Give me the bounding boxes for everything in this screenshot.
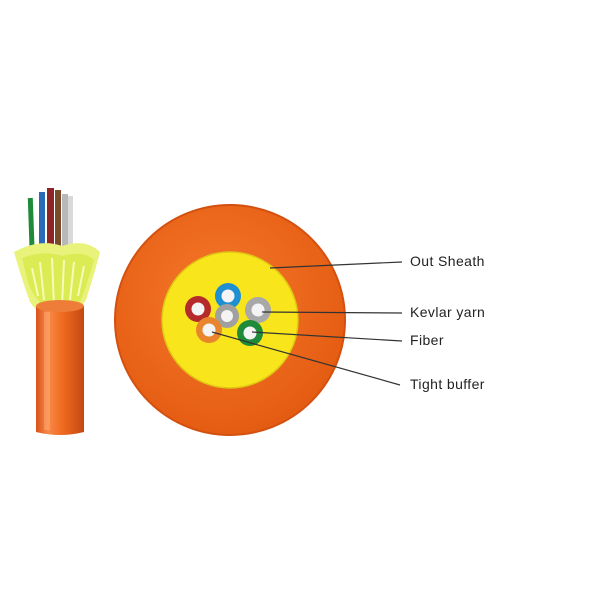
leader-kevlar-yarn — [261, 311, 403, 314]
tight-buffer-orange — [196, 317, 222, 343]
kevlar-tuft — [14, 243, 100, 318]
label-fiber: Fiber — [410, 332, 444, 348]
leader-lines — [211, 261, 403, 386]
leader-tight-buffer — [211, 331, 401, 386]
label-kevlar-yarn: Kevlar yarn — [410, 304, 485, 320]
cable-side-view-icon — [14, 188, 100, 435]
leader-fiber — [251, 331, 403, 342]
tight-buffer-gray-right — [245, 297, 271, 323]
label-tight-buffer: Tight buffer — [410, 376, 485, 392]
tight-buffer-gray-center — [215, 304, 239, 328]
leader-out-sheath — [269, 261, 403, 269]
cable-cross-section-icon — [114, 204, 346, 436]
label-out-sheath: Out Sheath — [410, 253, 485, 269]
tight-buffer-green — [237, 320, 263, 346]
cable-jacket — [36, 300, 84, 435]
tight-buffer-blue — [215, 283, 241, 309]
tight-buffer-red — [185, 296, 211, 322]
